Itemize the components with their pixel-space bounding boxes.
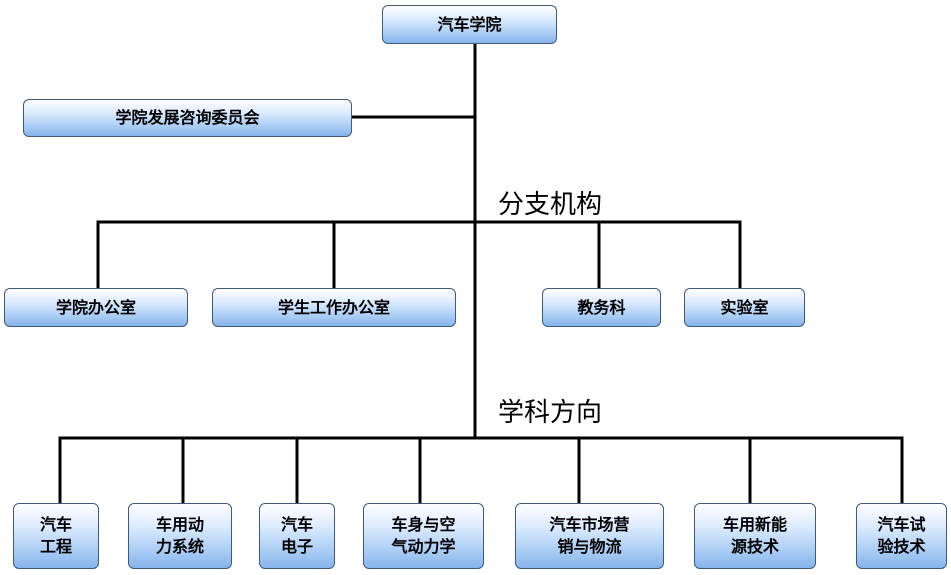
discipline-section-title: 学科方向 <box>498 398 603 428</box>
discipline-node-1: 汽车 工程 <box>13 503 99 569</box>
discipline-node-3: 汽车 电子 <box>259 503 335 569</box>
committee-node: 学院发展咨询委员会 <box>23 99 352 137</box>
branch-section-title: 分支机构 <box>498 190 603 220</box>
discipline-node-4: 车身与空 气动力学 <box>363 503 484 569</box>
root-node: 汽车学院 <box>382 5 557 44</box>
branch-node-1: 学院办公室 <box>4 288 188 327</box>
discipline-node-5: 汽车市场营 销与物流 <box>515 503 664 569</box>
branch-node-4: 实验室 <box>684 288 805 327</box>
branch-node-2: 学生工作办公室 <box>212 288 456 327</box>
discipline-node-6: 车用新能 源技术 <box>694 503 816 569</box>
discipline-node-2: 车用动 力系统 <box>128 503 232 569</box>
discipline-node-7: 汽车试 验技术 <box>856 503 947 569</box>
branch-node-3: 教务科 <box>542 288 661 327</box>
